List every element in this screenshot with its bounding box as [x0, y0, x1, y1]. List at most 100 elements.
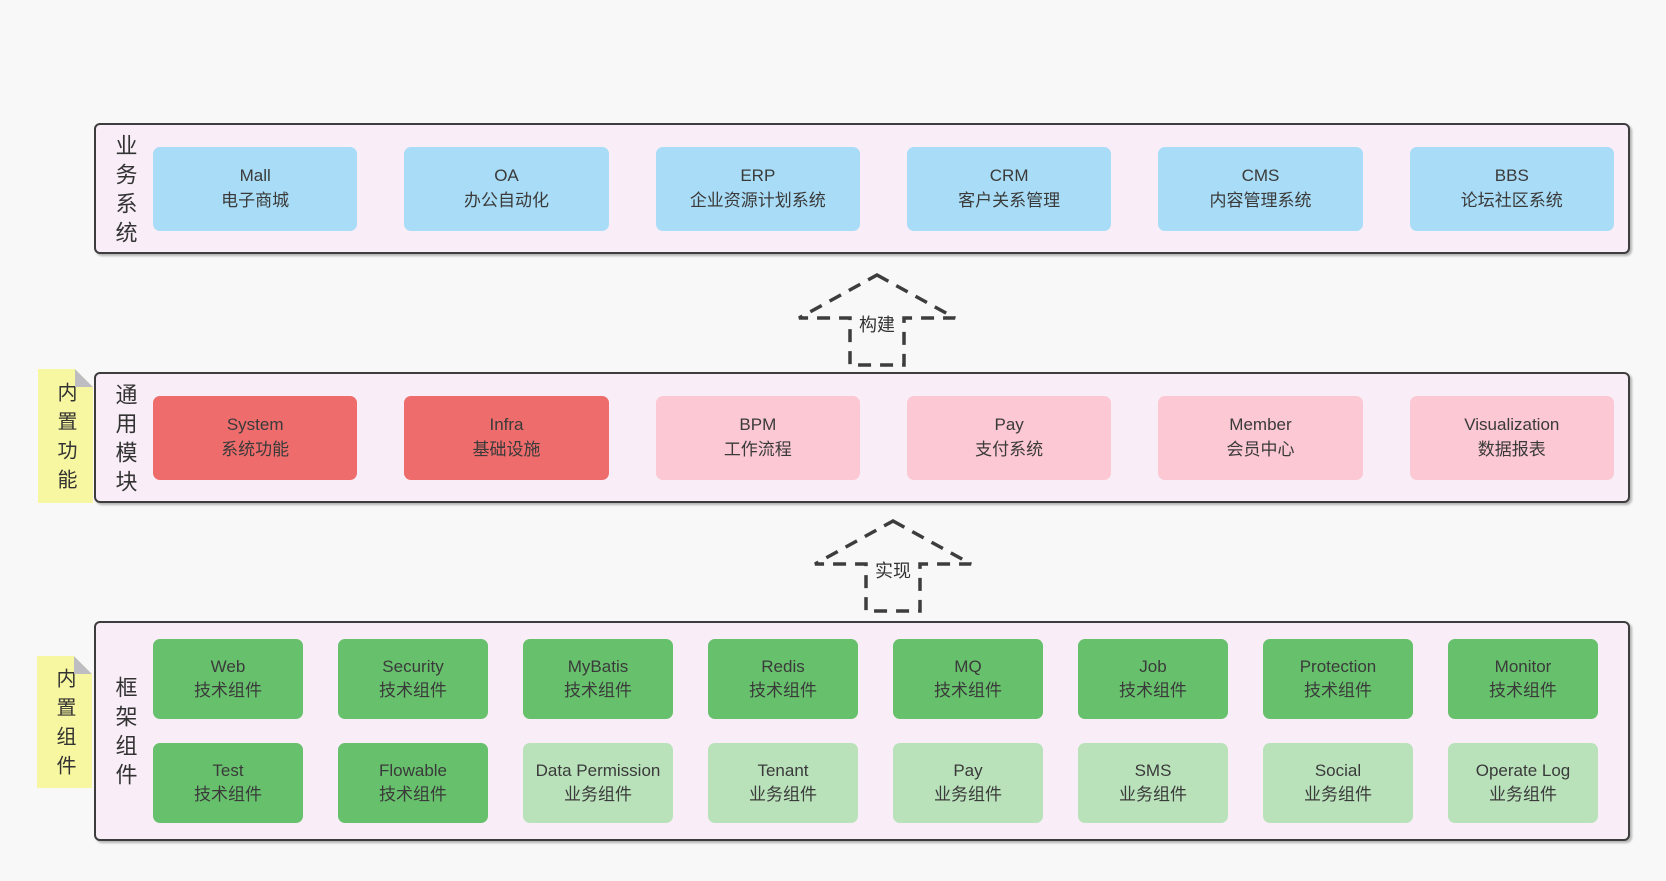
box-name: Security [382, 656, 444, 676]
box-subtitle: 业务组件 [564, 785, 632, 804]
box-system: System 系统功能 [153, 395, 358, 480]
box-subtitle: 业务组件 [749, 785, 817, 804]
layer-business-systems: 业务系统 Mall 电子商城 OA 办公自动化 ERP 企业资源计划系统 CRM… [94, 123, 1630, 254]
box-name: Data Permission [535, 760, 661, 780]
box-name: System [226, 415, 284, 435]
box-name: MQ [954, 656, 982, 676]
box-subtitle: 业务组件 [1119, 785, 1187, 804]
box-name: Infra [489, 415, 524, 435]
box-social: Social 业务组件 [1263, 743, 1413, 823]
box-subtitle: 业务组件 [1489, 785, 1557, 804]
box-bbs: BBS 论坛社区系统 [1409, 146, 1614, 231]
box-visualization: Visualization 数据报表 [1409, 395, 1614, 480]
layer-label-business-systems: 业务系统 [112, 133, 138, 250]
box-subtitle: 业务组件 [934, 785, 1002, 804]
box-cms: CMS 内容管理系统 [1158, 146, 1363, 231]
box-subtitle: 技术组件 [379, 785, 447, 804]
box-subtitle: 技术组件 [934, 681, 1002, 700]
box-mall: Mall 电子商城 [153, 146, 358, 231]
box-flowable: Flowable 技术组件 [338, 743, 488, 823]
box-name: SMS [1134, 760, 1172, 780]
box-oa: OA 办公自动化 [404, 146, 609, 231]
arrow-label: 构建 [856, 310, 898, 338]
box-subtitle: 系统功能 [221, 439, 290, 459]
arrow-implement: 实现 [808, 518, 978, 614]
box-sms: SMS 业务组件 [1078, 743, 1228, 823]
box-member: Member 会员中心 [1158, 395, 1363, 480]
box-mybatis: MyBatis 技术组件 [523, 639, 673, 719]
box-subtitle: 支付系统 [975, 439, 1044, 459]
box-name: Job [1139, 656, 1167, 676]
box-bpm: BPM 工作流程 [655, 395, 860, 480]
box-subtitle: 技术组件 [564, 681, 632, 700]
folded-corner-icon [75, 369, 93, 387]
box-erp: ERP 企业资源计划系统 [655, 146, 860, 231]
box-data-permission: Data Permission 业务组件 [523, 743, 673, 823]
box-web: Web 技术组件 [153, 639, 303, 719]
box-name: Monitor [1494, 656, 1552, 676]
common-modules-row: System 系统功能 Infra 基础设施 BPM 工作流程 Pay 支付系统… [153, 374, 1628, 501]
box-subtitle: 客户关系管理 [958, 190, 1061, 210]
box-pay-business: Pay 业务组件 [893, 743, 1043, 823]
box-redis: Redis 技术组件 [708, 639, 858, 719]
box-subtitle: 技术组件 [749, 681, 817, 700]
box-name: OA [494, 166, 519, 186]
box-subtitle: 技术组件 [1119, 681, 1187, 700]
box-name: Visualization [1464, 415, 1560, 435]
arrow-label: 实现 [872, 556, 914, 584]
box-name: Mall [239, 166, 271, 186]
box-subtitle: 数据报表 [1477, 439, 1546, 459]
box-name: CMS [1241, 166, 1280, 186]
layer-label-framework-components: 框架组件 [112, 676, 138, 792]
box-subtitle: 技术组件 [1489, 681, 1557, 700]
box-name: Member [1229, 415, 1292, 435]
dashed-up-arrow-icon [798, 273, 956, 367]
box-name: Pay [953, 760, 983, 780]
box-subtitle: 技术组件 [194, 681, 262, 700]
box-name: BPM [739, 415, 777, 435]
box-subtitle: 电子商城 [221, 190, 290, 210]
business-systems-row: Mall 电子商城 OA 办公自动化 ERP 企业资源计划系统 CRM 客户关系… [153, 125, 1628, 252]
folded-corner-icon [74, 656, 92, 674]
box-subtitle: 工作流程 [723, 439, 792, 459]
box-protection: Protection 技术组件 [1263, 639, 1413, 719]
box-pay: Pay 支付系统 [906, 395, 1112, 480]
layer-label-common-modules: 通用模块 [112, 382, 138, 499]
box-name: Web [210, 656, 246, 676]
sticky-note-builtin-features: 内置功能 [38, 369, 93, 503]
box-subtitle: 论坛社区系统 [1460, 190, 1563, 210]
box-name: MyBatis [567, 656, 629, 676]
box-crm: CRM 客户关系管理 [906, 146, 1112, 231]
box-subtitle: 企业资源计划系统 [689, 190, 826, 210]
box-name: CRM [989, 166, 1029, 186]
box-infra: Infra 基础设施 [404, 395, 609, 480]
box-subtitle: 技术组件 [1304, 681, 1372, 700]
box-name: Flowable [378, 760, 448, 780]
box-name: Pay [994, 415, 1024, 435]
layer-framework-components: 框架组件 Web 技术组件 Security 技术组件 MyBatis 技术组件… [94, 621, 1630, 841]
box-operate-log: Operate Log 业务组件 [1448, 743, 1598, 823]
sticky-note-label: 内置功能 [54, 382, 76, 498]
box-subtitle: 业务组件 [1304, 785, 1372, 804]
box-subtitle: 办公自动化 [463, 190, 549, 210]
box-name: Protection [1299, 656, 1377, 676]
dashed-up-arrow-icon [814, 519, 972, 613]
box-subtitle: 会员中心 [1226, 439, 1295, 459]
box-subtitle: 基础设施 [472, 439, 541, 459]
framework-components-grid: Web 技术组件 Security 技术组件 MyBatis 技术组件 Redi… [153, 623, 1628, 839]
box-name: BBS [1494, 166, 1529, 186]
box-name: Social [1314, 760, 1362, 780]
arrow-build: 构建 [792, 272, 962, 368]
box-monitor: Monitor 技术组件 [1448, 639, 1598, 719]
sticky-note-label: 内置组件 [53, 668, 75, 784]
sticky-note-builtin-components: 内置组件 [37, 656, 92, 788]
box-name: Operate Log [1475, 760, 1571, 780]
box-test: Test 技术组件 [153, 743, 303, 823]
box-tenant: Tenant 业务组件 [708, 743, 858, 823]
box-name: Test [212, 760, 244, 780]
box-security: Security 技术组件 [338, 639, 488, 719]
box-name: Tenant [757, 760, 809, 780]
box-name: Redis [761, 656, 805, 676]
layer-common-modules: 通用模块 System 系统功能 Infra 基础设施 BPM 工作流程 Pay… [94, 372, 1630, 503]
